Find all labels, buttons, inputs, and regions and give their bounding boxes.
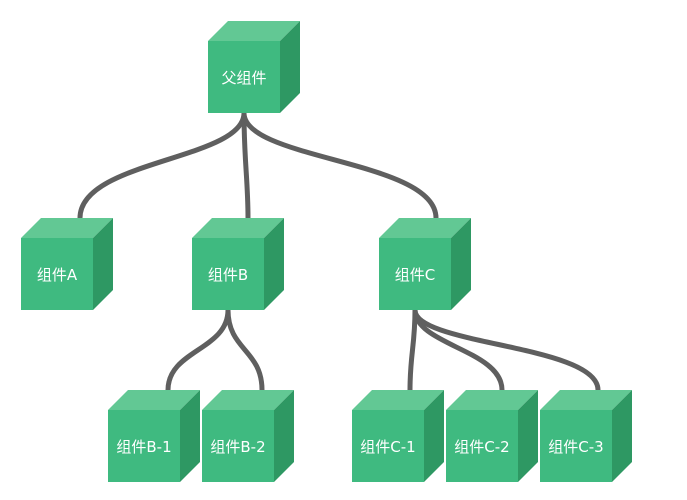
- cube-top-face: [352, 390, 444, 410]
- connector-b-b1: [165, 307, 231, 393]
- cube-side-face: [93, 218, 113, 310]
- cube-front-face: [446, 410, 518, 482]
- cube-top-face: [21, 218, 113, 238]
- node-label: 组件A: [37, 266, 78, 284]
- connector-parent-b: [241, 110, 251, 221]
- connector-b-b2: [225, 307, 265, 393]
- cube-front-face: [192, 238, 264, 310]
- cube-front-face: [108, 410, 180, 482]
- connector-parent-a: [77, 110, 247, 221]
- cube-side-face: [180, 390, 200, 482]
- cube-top-face: [208, 21, 300, 41]
- node-c2: 组件C-2: [446, 390, 538, 482]
- node-b2: 组件B-2: [202, 390, 294, 482]
- cube-side-face: [274, 390, 294, 482]
- node-parent: 父组件: [208, 21, 300, 113]
- cube-top-face: [202, 390, 294, 410]
- node-label: 组件C-2: [454, 438, 509, 456]
- cube-top-face: [446, 390, 538, 410]
- cube-front-face: [21, 238, 93, 310]
- node-b1: 组件B-1: [108, 390, 200, 482]
- cube-side-face: [518, 390, 538, 482]
- node-c: 组件C: [379, 218, 471, 310]
- node-label: 组件C-3: [548, 438, 603, 456]
- cube-front-face: [202, 410, 274, 482]
- cube-side-face: [264, 218, 284, 310]
- node-b: 组件B: [192, 218, 284, 310]
- cube-side-face: [612, 390, 632, 482]
- node-c3: 组件C-3: [540, 390, 632, 482]
- cube-front-face: [379, 238, 451, 310]
- cube-top-face: [540, 390, 632, 410]
- cube-top-face: [108, 390, 200, 410]
- node-label: 组件B-2: [210, 438, 265, 456]
- connector-c-c3: [412, 307, 601, 393]
- cube-front-face: [352, 410, 424, 482]
- cube-side-face: [280, 21, 300, 113]
- connector-parent-c: [241, 110, 439, 221]
- cube-top-face: [379, 218, 471, 238]
- node-label: 父组件: [221, 69, 266, 87]
- node-a: 组件A: [21, 218, 113, 310]
- node-c1: 组件C-1: [352, 390, 444, 482]
- cube-side-face: [424, 390, 444, 482]
- node-label: 组件B: [208, 266, 248, 284]
- connector-c-c1: [407, 307, 418, 393]
- node-label: 组件B-1: [116, 438, 171, 456]
- connector-lines: [77, 110, 601, 393]
- cube-top-face: [192, 218, 284, 238]
- node-label: 组件C: [395, 266, 435, 284]
- cube-front-face: [540, 410, 612, 482]
- cube-front-face: [208, 41, 280, 113]
- cube-side-face: [451, 218, 471, 310]
- node-label: 组件C-1: [360, 438, 415, 456]
